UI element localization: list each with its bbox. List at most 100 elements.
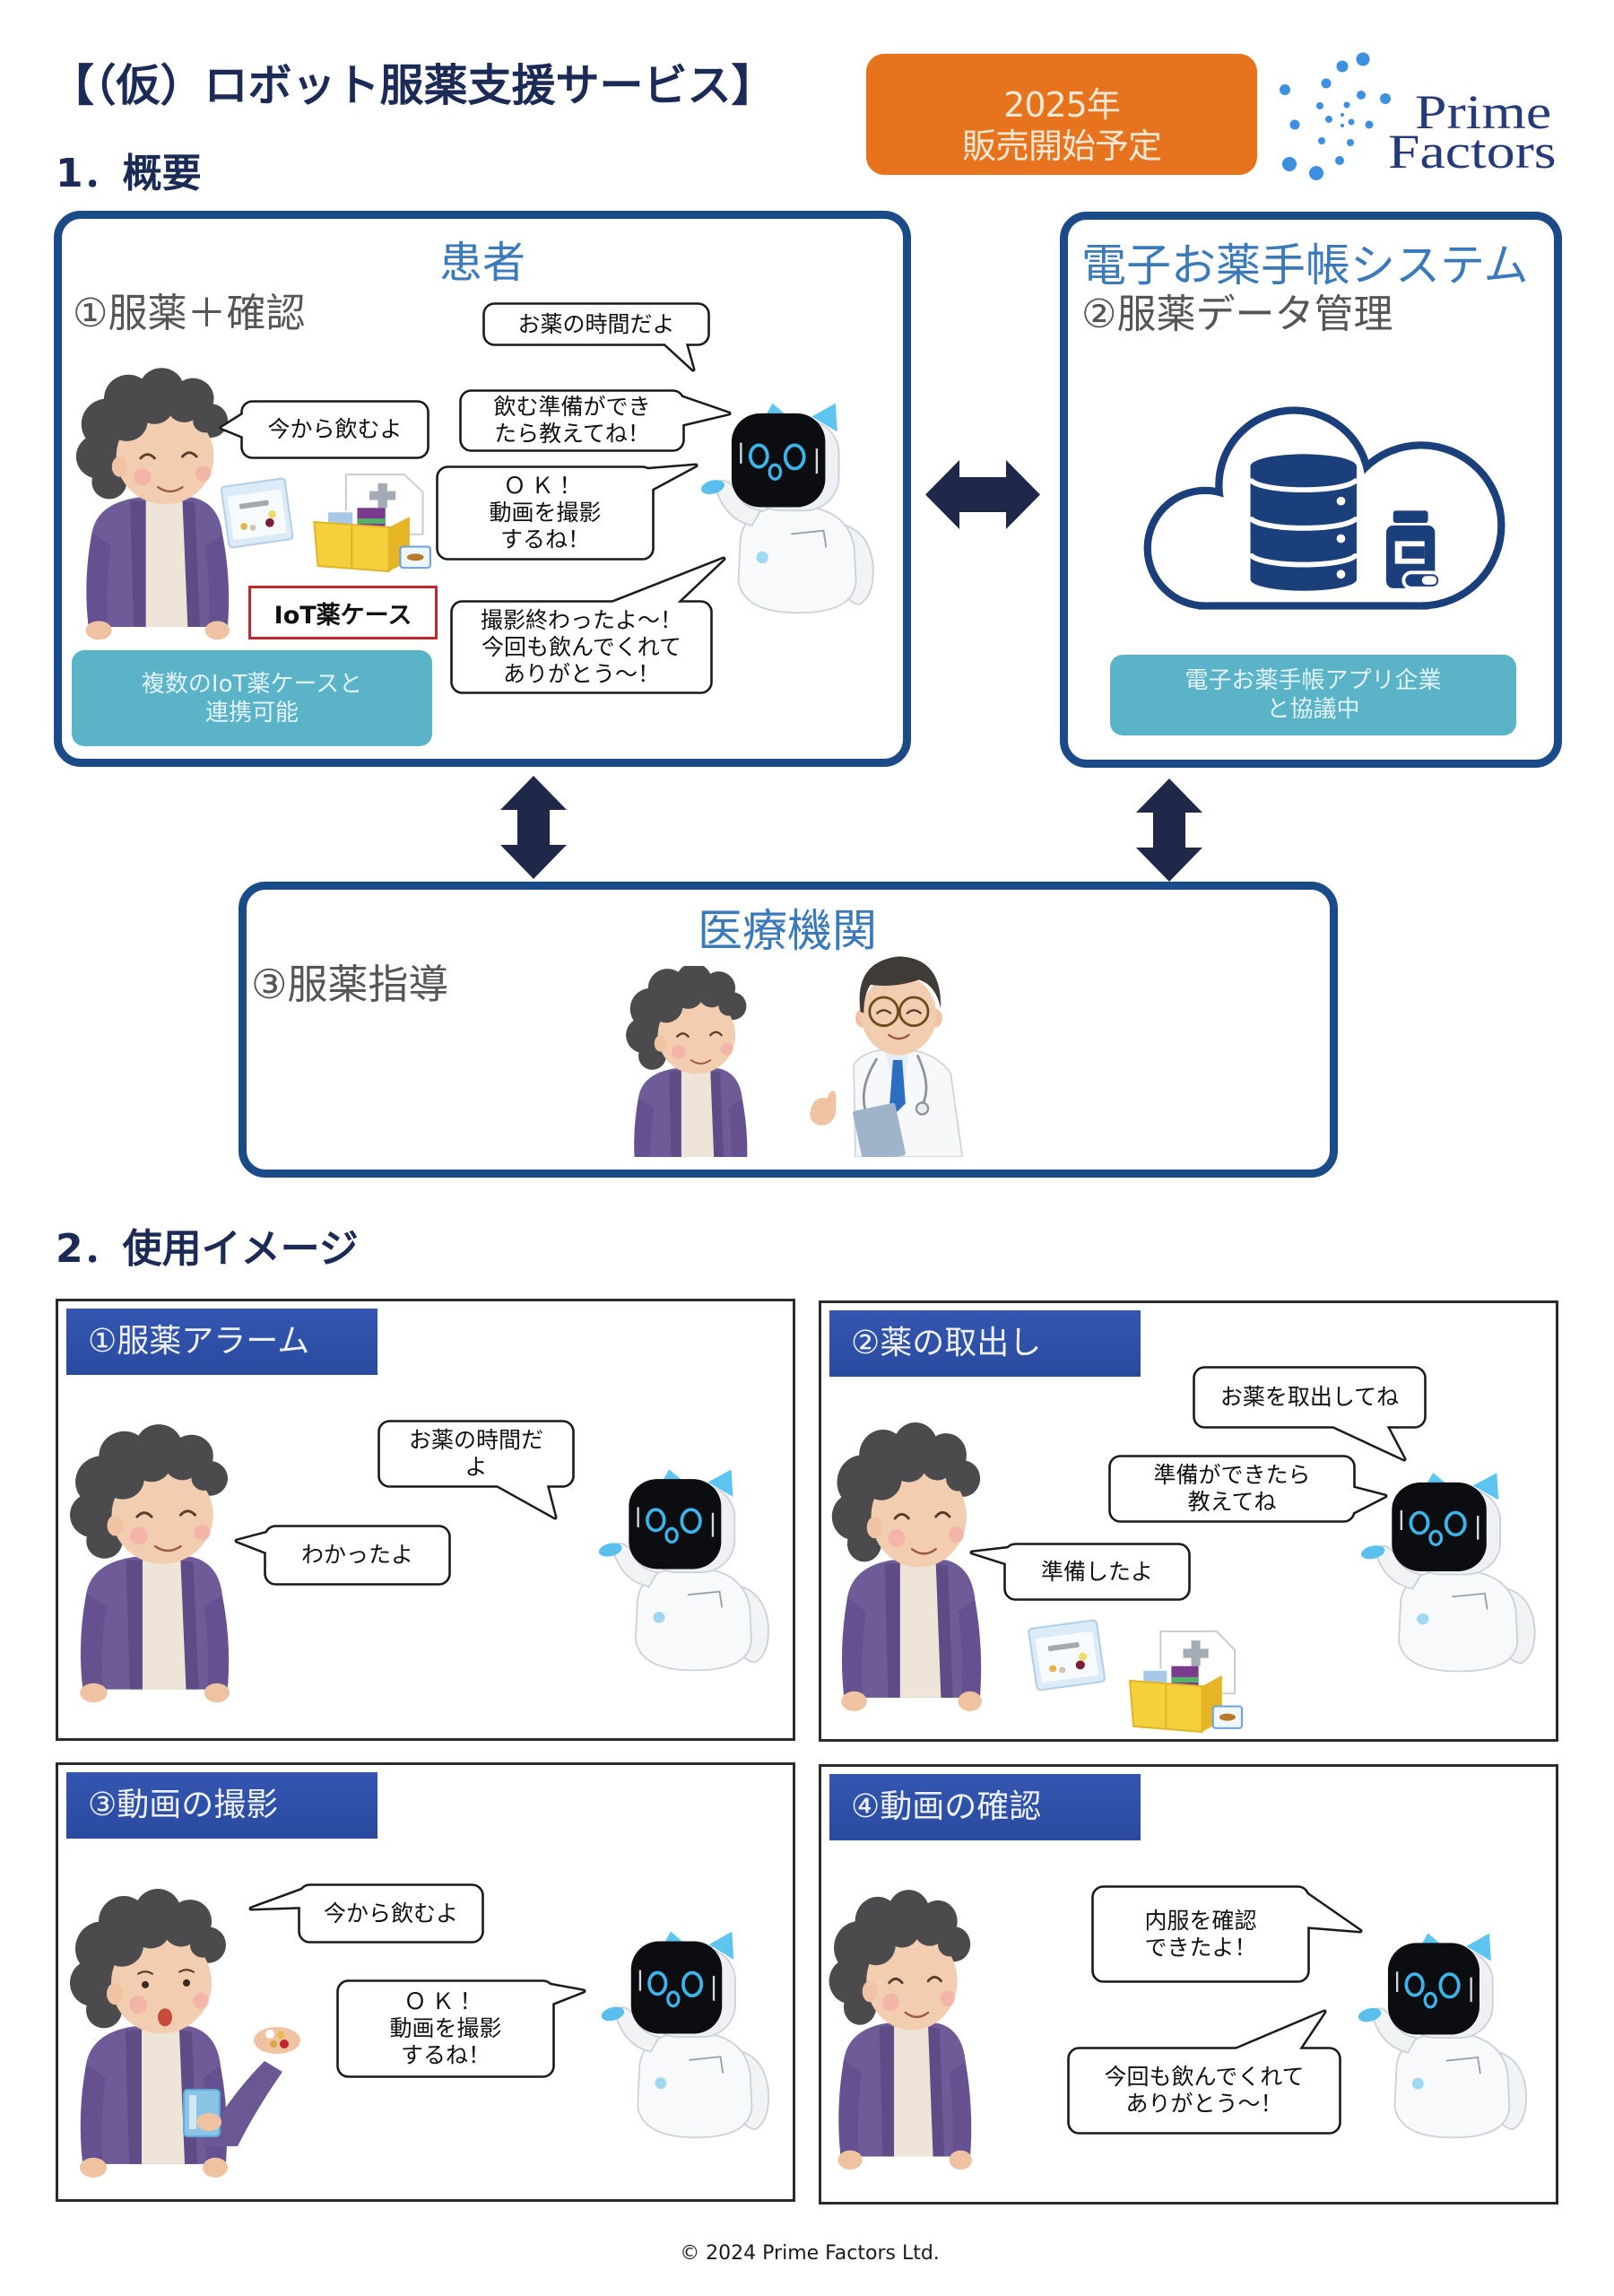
- bubble-text: するね！: [499, 526, 590, 552]
- note-line: と協議中: [1266, 696, 1360, 723]
- bubble-text: お薬の時間だよ: [517, 310, 675, 337]
- speech-bubble-tail-fill: [972, 1548, 1011, 1564]
- elderly-woman-illustration: [623, 966, 748, 1157]
- usage-panel-confirmation: ④動画の確認 内服を確認 できたよ！ 今回も飲んでくれて ありがとう～！: [819, 1764, 1558, 2205]
- copyright-footer: © 2024 Prime Factors Ltd.: [680, 2242, 940, 2265]
- bubble-text: 今回も飲んでくれて: [481, 633, 681, 660]
- speech-bubble-tail-fill: [221, 413, 246, 438]
- speech-bubble-outline: [1091, 1885, 1363, 1983]
- speech-bubble-body: [450, 600, 713, 694]
- speech-bubble-robot: お薬の時間だよ: [482, 302, 710, 372]
- speech-bubble-outline: [377, 1420, 575, 1520]
- bubble-text: ありがとう～！: [502, 660, 660, 687]
- speech-bubble-body: [336, 1979, 555, 2078]
- speech-bubble-tail-fill: [550, 1985, 584, 2005]
- speech-bubble-outline: [450, 556, 726, 694]
- speech-bubble-robot: ＯＫ！ 動画を撮影 するね！: [436, 463, 699, 561]
- robot-illustration: [1355, 1931, 1528, 2140]
- iot-medicine-case-illustration: [1129, 1631, 1244, 1733]
- launch-year: 2025年: [1003, 84, 1121, 125]
- bubble-text: 今から飲むよ: [323, 1900, 458, 1926]
- speech-bubble-outline: [969, 1543, 1191, 1601]
- medical-institution-title: 医療機関: [698, 905, 877, 957]
- e-record-step-label: ②服薬データ管理: [1081, 291, 1393, 337]
- medicine-bottle-icon: [1385, 510, 1443, 590]
- e-record-title: 電子お薬手帳システム: [1081, 239, 1529, 291]
- speech-bubble-robot: 飲む準備ができ たら教えてね！: [459, 389, 732, 452]
- speech-bubble-tail-fill: [629, 465, 696, 491]
- section-heading-usage: 2．使用イメージ: [56, 1226, 359, 1272]
- note-line: 連携可能: [204, 699, 299, 726]
- speech-bubble-outline: [336, 1979, 586, 2078]
- speech-bubble-outline: [436, 463, 699, 561]
- speech-bubble-outline: [234, 1525, 451, 1586]
- speech-bubble-tail-fill: [1229, 2012, 1324, 2052]
- medicine-pack-illustration: [220, 477, 294, 549]
- bubble-text: するね！: [400, 2042, 490, 2068]
- panel-label: ③動画の撮影: [66, 1772, 377, 1839]
- medicine-pack-illustration: [1027, 1619, 1106, 1692]
- speech-bubble-robot: 内服を確認 できたよ！: [1091, 1885, 1363, 1983]
- launch-badge: 2025年 販売開始予定: [866, 54, 1257, 175]
- patient-note: 複数のIoT薬ケースと 連携可能: [72, 650, 432, 746]
- elderly-woman-illustration: [66, 1428, 230, 1707]
- bubble-text: 準備ができたら: [1153, 1462, 1311, 1488]
- iot-case-label: IoT薬ケース: [248, 586, 438, 639]
- speech-bubble-outline: [1108, 1455, 1388, 1523]
- section-heading-overview: 1．概要: [56, 151, 202, 196]
- speech-bubble-robot: 今回も飲んでくれて ありがとう～！: [1067, 2009, 1341, 2135]
- speech-bubble-patient: わかったよ: [234, 1525, 451, 1586]
- speech-bubble-tail-fill: [1305, 1892, 1360, 1931]
- speech-bubble-tail-fill: [662, 341, 693, 370]
- bubble-text: 内服を確認: [1144, 1907, 1257, 1934]
- robot-illustration: [595, 1467, 770, 1673]
- launch-status: 販売開始予定: [961, 126, 1162, 166]
- speech-bubble-robot: ＯＫ！ 動画を撮影 するね！: [336, 1979, 586, 2078]
- speech-bubble-outline: [459, 389, 732, 452]
- speech-bubble-outline: [482, 302, 710, 372]
- bubble-text: たら教えてね！: [494, 421, 650, 447]
- cloud-database-icon: [1143, 406, 1506, 610]
- patient-title: 患者: [438, 238, 525, 288]
- robot-illustration: [1358, 1471, 1537, 1674]
- speech-bubble-robot: 撮影終わったよ～！ 今回も飲んでくれて ありがとう～！: [450, 556, 726, 694]
- speech-bubble-robot: お薬を取出してね: [1193, 1366, 1427, 1462]
- up-down-arrow-icon: [500, 776, 567, 879]
- panel-label: ②薬の取出し: [829, 1310, 1141, 1377]
- medical-institution-box: 医療機関 ③服薬指導: [239, 882, 1338, 1178]
- bubble-text: ありがとう～！: [1125, 2091, 1283, 2117]
- bubble-text: 撮影終わったよ～！: [480, 606, 682, 633]
- speech-bubble-tail-fill: [1350, 1487, 1385, 1514]
- bubble-text: 今回も飲んでくれて: [1104, 2064, 1305, 2090]
- e-record-note: 電子お薬手帳アプリ企業 と協議中: [1110, 655, 1516, 735]
- page-title: 【（仮）ロボット服薬支援サービス】: [50, 60, 776, 111]
- speech-bubble-tail-fill: [680, 396, 729, 425]
- bubble-text: お薬を取出してね: [1219, 1384, 1400, 1410]
- patient-box: 患者 ①服薬＋確認 IoT薬ケース 複数のIoT薬ケースと 連携可能 お薬の時間…: [54, 211, 911, 767]
- panel-label: ①服薬アラーム: [66, 1309, 377, 1375]
- speech-bubble-body: [1067, 2047, 1341, 2135]
- bubble-text: 動画を撮影: [489, 500, 602, 526]
- speech-bubble-tail-fill: [237, 1532, 271, 1553]
- bubble-text: ＯＫ！: [404, 1988, 488, 2014]
- speech-bubble-patient: 今から飲むよ: [219, 400, 430, 459]
- speech-bubble-tail-fill: [492, 1483, 555, 1518]
- bubble-text: よ: [464, 1454, 488, 1480]
- speech-bubble-patient: 準備したよ: [969, 1543, 1191, 1601]
- speech-bubble-tail-fill: [605, 559, 724, 605]
- speech-bubble-body: [436, 465, 655, 561]
- bubble-text: 今から飲むよ: [267, 416, 403, 442]
- medical-step-label: ③服薬指導: [251, 961, 449, 1008]
- pills-and-glass-illustration: [183, 2027, 300, 2146]
- speech-bubble-body: [1003, 1543, 1191, 1601]
- speech-bubble-body: [298, 1883, 484, 1944]
- logo-text-factors: Factors: [1388, 125, 1557, 178]
- speech-bubble-body: [1091, 1885, 1310, 1983]
- speech-bubble-tail-fill: [1327, 1423, 1404, 1459]
- elderly-woman-illustration: [829, 1426, 982, 1716]
- panel-label: ④動画の確認: [829, 1774, 1141, 1840]
- usage-panel-take-out: ②薬の取出し お薬を取出してね 準備ができたら 教えてね 準備したよ: [819, 1300, 1558, 1742]
- bubble-text: 動画を撮影: [389, 2015, 502, 2041]
- elderly-woman-illustration: [826, 1893, 972, 2174]
